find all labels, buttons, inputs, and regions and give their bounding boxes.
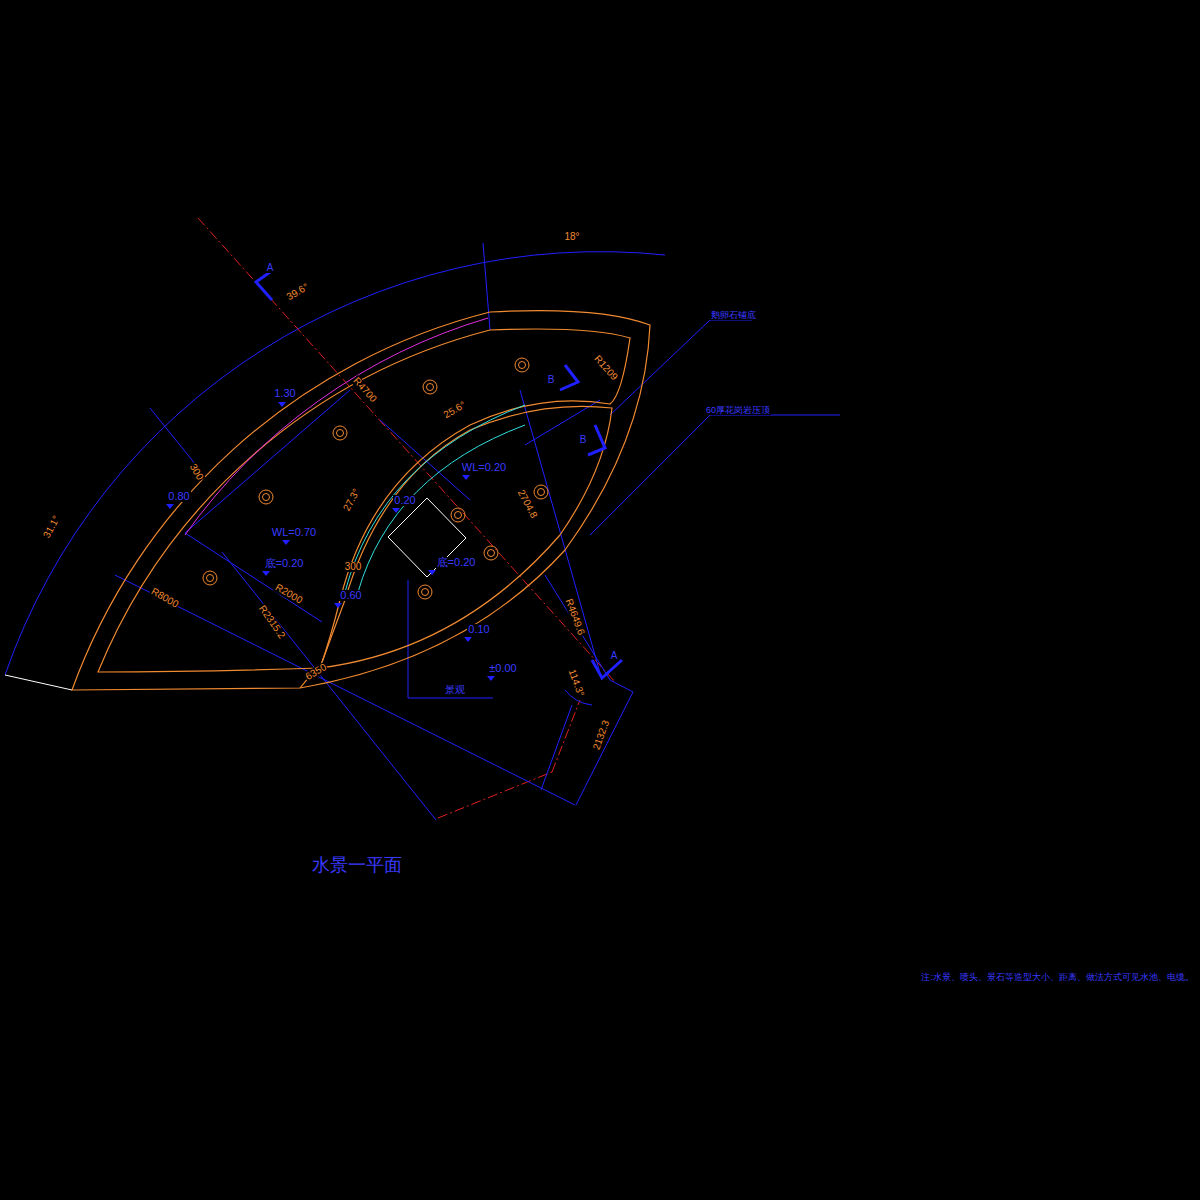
length-dimension: 300 <box>344 562 363 572</box>
section-letter: B <box>579 435 588 445</box>
section-letter: A <box>610 651 619 661</box>
callout-text: 景观 <box>444 685 466 695</box>
level-markers <box>166 402 495 681</box>
angle-dimension: 18° <box>563 232 580 242</box>
drawing-title: 水景一平面 <box>311 856 403 874</box>
length-dimension: 2132.3 <box>591 718 612 752</box>
note-text: 注:水景、喷头、景石等造型大小、距离、做法方式可见水池、电缆。 <box>920 973 1195 982</box>
callout-text: 60厚花岗岩压顶 <box>705 406 771 415</box>
weir-line <box>345 405 525 592</box>
level-mark: ±0.00 <box>488 663 517 674</box>
level-mark: 0.80 <box>167 491 190 502</box>
bottom-level: 底=0.20 <box>264 558 305 569</box>
level-mark: 1.30 <box>273 388 296 399</box>
water-level: WL=0.70 <box>271 527 317 538</box>
center-line <box>198 218 615 682</box>
angle-dimension: 25.6° <box>441 399 468 420</box>
nozzles <box>203 358 548 599</box>
level-mark: 0.10 <box>467 624 490 635</box>
coping-line <box>185 318 488 535</box>
angle-dimension: 39.6° <box>284 281 311 302</box>
level-mark: 0.60 <box>339 590 362 601</box>
length-dimension: 6350 <box>303 662 329 683</box>
radius-dimension: R8000 <box>149 586 181 610</box>
callout-text: 鹅卵石铺底 <box>710 311 757 320</box>
construction-lines <box>115 243 840 820</box>
radius-dimension: R4700 <box>351 375 379 405</box>
level-mark: 0.20 <box>393 495 416 506</box>
radius-dimension: R2315.2 <box>256 603 287 641</box>
angle-dimension: 27.3° <box>342 486 363 513</box>
length-dimension: 2704.8 <box>515 487 539 520</box>
center-line <box>438 772 552 818</box>
section-letter: B <box>547 375 556 385</box>
bottom-level: 底=0.20 <box>436 557 477 568</box>
section-marks <box>256 270 622 678</box>
radius-dimension: R1209 <box>592 353 620 383</box>
radius-dimension: R4649.6 <box>563 597 586 638</box>
water-level: WL=0.20 <box>461 462 507 473</box>
extension-line <box>5 675 72 690</box>
weir-line <box>358 425 525 592</box>
center-line <box>552 700 580 772</box>
section-letter: A <box>266 263 275 273</box>
radius-dimension: R2000 <box>273 582 305 606</box>
pool-outline <box>72 311 650 690</box>
angle-dimension: 31.1° <box>42 513 63 540</box>
dimension-arc <box>5 252 665 675</box>
